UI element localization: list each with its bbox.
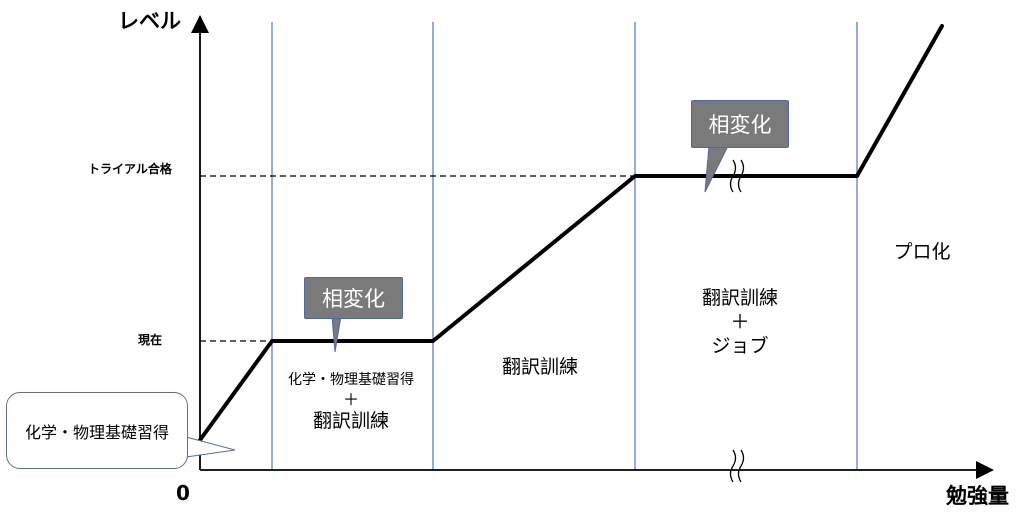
phase4-line2: ジョブ	[711, 334, 769, 357]
callout-change-2-pointer	[704, 145, 729, 193]
callout-start-pointer	[185, 436, 236, 458]
current-level-label: 現在	[138, 333, 163, 347]
phase5-text: プロ化	[893, 241, 951, 263]
y-axis-label: レベル	[118, 9, 181, 33]
phase2-line2: 翻訳訓練	[312, 409, 389, 432]
x-axis-label: 勉強量	[946, 484, 1009, 508]
callout-start-text: 化学・物理基礎習得	[24, 422, 169, 442]
callout-phase-change-2: 相変化	[691, 100, 789, 148]
callout-phase-change-1-text: 相変化	[322, 287, 385, 311]
trial-level-label: トライアル合格	[88, 162, 172, 176]
phase4-line1: 翻訳訓練	[701, 287, 779, 309]
phase2-plus: ＋	[342, 389, 359, 409]
phase2-text: 化学・物理基礎習得 ＋ 翻訳訓練	[288, 372, 414, 433]
callout-change-1-pointer	[331, 315, 342, 353]
phase3-text: 翻訳訓練	[501, 356, 579, 378]
phase4-text: 翻訳訓練 ＋ ジョブ	[702, 287, 778, 358]
phase2-line1: 化学・物理基礎習得	[288, 372, 414, 388]
curve-break-mark	[729, 159, 745, 193]
learning-curve	[198, 24, 944, 442]
origin-label: 0	[176, 481, 190, 505]
callout-phase-change-1: 相変化	[304, 277, 403, 319]
phase4-plus: ＋	[730, 310, 750, 333]
callout-phase-change-2-text: 相変化	[708, 113, 772, 137]
axis-break-mark	[729, 449, 745, 483]
callout-start: 化学・物理基礎習得	[6, 392, 188, 469]
